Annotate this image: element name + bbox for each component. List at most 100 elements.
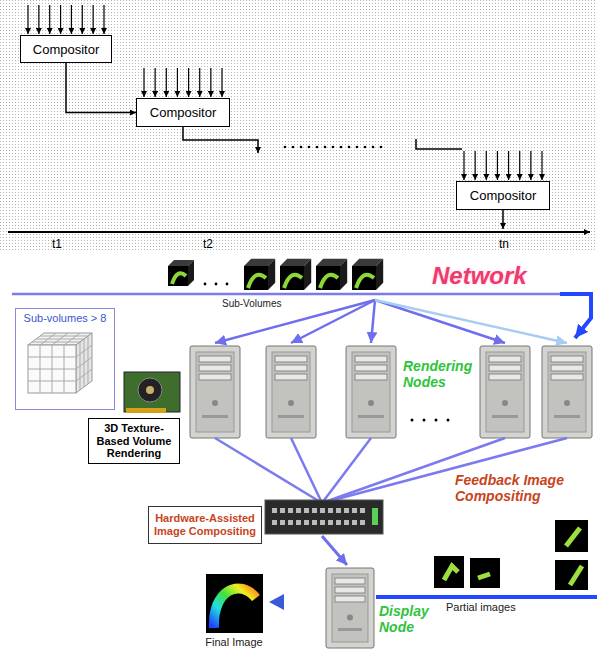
rendering-computer-part: [551, 374, 583, 380]
compositing-hardware: [265, 500, 383, 534]
partial-images-part: [570, 566, 582, 585]
input-arrow: [486, 151, 487, 180]
gather-line: [291, 438, 322, 503]
compositor-box: Compositor: [20, 35, 112, 63]
ellipsis-dot: [300, 146, 303, 149]
volume-grid-part: [88, 336, 89, 384]
subvolume-cube-part: [284, 275, 302, 288]
partial-images-part: [434, 556, 464, 588]
compositing-hardware-part: [352, 508, 357, 513]
display-computer-part: [338, 628, 362, 631]
compositing-hardware-box: Hardware-Assisted Image Compositing: [148, 506, 262, 544]
node-text: Compositor: [470, 188, 536, 203]
graphics-card-part: [126, 408, 166, 413]
subvolume-cube-part: [168, 266, 188, 286]
volume-grid-part: [84, 339, 85, 387]
input-arrow: [103, 5, 104, 34]
group-label: Rendering Nodes: [403, 358, 477, 390]
compositor-box: Compositor: [456, 181, 550, 210]
rendering-computer-part: [358, 415, 384, 418]
rendering-computer-part: [278, 415, 304, 418]
subvolume-cube-part: [340, 259, 347, 290]
ellipsis-dot: [204, 283, 207, 286]
ellipsis-dot: [316, 146, 319, 149]
rendering-computer-part: [492, 415, 518, 418]
compositing-hardware-part: [288, 520, 293, 525]
display-computer-part: [332, 574, 368, 642]
input-arrow: [463, 151, 464, 180]
partial-images-part: [566, 528, 580, 546]
ellipsis-dots: [284, 146, 383, 149]
subvolume-box: Sub-volumes > 8: [15, 308, 115, 410]
input-arrow: [541, 151, 542, 180]
node-text: Sub-volumes > 8: [24, 312, 107, 324]
ellipsis-dots: [411, 419, 450, 422]
subvolume-cube-part: [376, 259, 383, 290]
subvolume-cube-part: [188, 260, 194, 286]
rendering-computer-part: [212, 400, 218, 406]
final-image-part: [214, 588, 256, 628]
input-arrow: [155, 68, 156, 97]
compositing-hardware-part: [352, 520, 357, 525]
volume-grid-part: [64, 333, 80, 345]
rendering-computer-part: [551, 365, 583, 371]
compositing-hardware-part: [344, 520, 349, 525]
partial-images-part: [444, 566, 458, 580]
subvolume-cube: [316, 259, 347, 290]
compositing-hardware-part: [320, 520, 325, 525]
timeline-step: [183, 127, 258, 153]
volume-grid-part: [76, 369, 92, 381]
input-arrows: [28, 5, 104, 34]
ellipsis-dot: [411, 419, 414, 422]
rendering-computer: [542, 346, 592, 438]
volume-grid-part: [64, 345, 65, 393]
subvolume-cube-part: [268, 259, 275, 290]
rendering-computer-part: [502, 400, 508, 406]
input-arrow: [519, 151, 520, 180]
rendering-computer-part: [288, 400, 294, 406]
input-arrow: [60, 5, 61, 34]
caption-label: Partial images: [446, 601, 516, 614]
subvolume-cube: [280, 259, 311, 290]
final-image-part: [206, 574, 263, 633]
input-arrow: [199, 68, 200, 97]
gather-line: [215, 438, 322, 503]
compositing-hardware-part: [296, 508, 301, 513]
rendering-computer-part: [346, 346, 396, 438]
compositing-hardware-part: [336, 520, 341, 525]
input-arrow: [49, 5, 50, 34]
ellipsis-dot: [292, 146, 295, 149]
input-arrow: [210, 68, 211, 97]
input-arrow: [166, 68, 167, 97]
graphics-card: [124, 372, 180, 413]
ellipsis-dot: [332, 146, 335, 149]
input-arrow: [221, 68, 222, 97]
subvolume-cube-part: [356, 275, 374, 288]
input-arrow: [475, 151, 476, 180]
input-arrow: [143, 68, 144, 97]
display-computer-part: [335, 578, 365, 584]
subvolume-cube: [244, 259, 275, 290]
rendering-computer-part: [190, 346, 240, 438]
compositing-hardware-part: [320, 508, 325, 513]
compositing-hardware-part: [304, 520, 309, 525]
flow-connector: [66, 63, 136, 113]
input-arrow: [71, 5, 72, 34]
display-computer-part: [335, 596, 365, 602]
process-label: Feedback Image Compositing: [455, 472, 593, 504]
graphics-card-part: [138, 378, 162, 402]
volume-grid-part: [28, 381, 76, 382]
subvolume-cube-part: [248, 275, 266, 288]
rendering-computer-part: [266, 346, 316, 438]
node-text: 3D Texture-Based Volume Rendering: [93, 422, 175, 460]
node-text: Compositor: [33, 42, 99, 57]
distribution-arrow: [375, 300, 505, 343]
subvolume-cube-part: [172, 273, 186, 284]
input-arrow: [508, 151, 509, 180]
compositing-hardware-part: [344, 508, 349, 513]
input-arrow: [177, 68, 178, 97]
volume-grid: [28, 333, 92, 393]
compositing-hardware-part: [296, 520, 301, 525]
ellipsis-dot: [324, 146, 327, 149]
